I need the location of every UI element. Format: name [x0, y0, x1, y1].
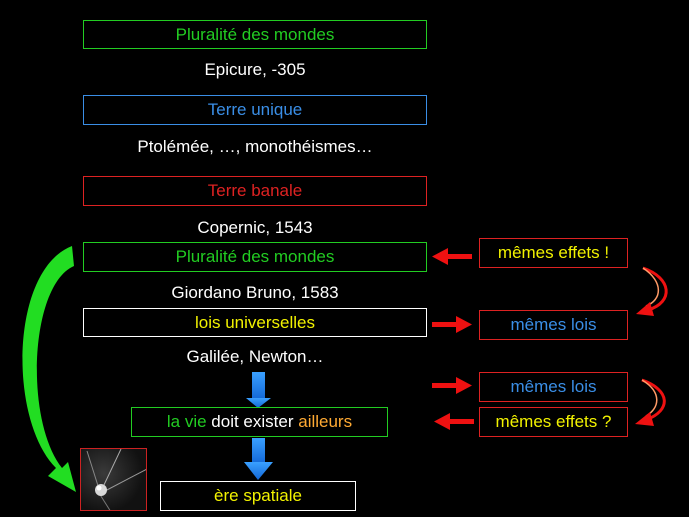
- same-laws-label-2: mêmes lois: [510, 377, 597, 396]
- same-effects-box-2: mêmes effets ?: [479, 407, 628, 437]
- same-laws-box-2: mêmes lois: [479, 372, 628, 402]
- space-era-label: ère spatiale: [214, 486, 302, 505]
- caption-epicure: Epicure, -305: [204, 60, 306, 79]
- elsewhere-word: ailleurs: [298, 412, 353, 431]
- banal-earth-box: Terre banale: [83, 176, 427, 206]
- plurality-box-2: Pluralité des mondes: [83, 242, 427, 272]
- unique-earth-label: Terre unique: [207, 100, 303, 119]
- green-curved-arrow: [22, 246, 76, 492]
- unique-earth-box: Terre unique: [83, 95, 427, 125]
- space-era-box: ère spatiale: [160, 481, 356, 511]
- universal-laws-box: lois universelles: [83, 308, 427, 337]
- blue-down-arrow-1: [246, 372, 271, 408]
- same-effects-label-1: mêmes effets !: [497, 243, 610, 262]
- sputnik-image: [80, 448, 147, 511]
- must-exist-words: doit exister: [206, 412, 299, 431]
- same-laws-label-1: mêmes lois: [510, 315, 597, 334]
- life-word: la vie: [166, 412, 207, 431]
- red-right-arrow-3: [432, 377, 472, 394]
- caption-copernicus: Copernic, 1543: [197, 218, 313, 237]
- caption-galileo: Galilée, Newton…: [186, 347, 324, 366]
- universal-laws-label: lois universelles: [195, 312, 315, 332]
- plurality-box-1-label: Pluralité des mondes: [175, 24, 335, 44]
- same-laws-box-1: mêmes lois: [479, 310, 628, 340]
- caption-ptolemy: Ptolémée, …, monothéismes…: [137, 137, 373, 156]
- plurality-box-2-label: Pluralité des mondes: [175, 247, 335, 266]
- same-effects-box-1: mêmes effets !: [479, 238, 628, 268]
- life-elsewhere-box: la vie doit exister ailleurs: [131, 407, 388, 437]
- blue-down-arrow-2: [244, 438, 273, 480]
- red-curved-arrow-2: [635, 378, 666, 426]
- red-right-arrow-2: [432, 316, 472, 333]
- red-left-arrow-4: [434, 413, 474, 430]
- sputnik-satellite-icon: [86, 449, 146, 510]
- plurality-box-1: Pluralité des mondes: [83, 20, 427, 49]
- red-left-arrow-1: [432, 248, 472, 265]
- banal-earth-label: Terre banale: [207, 181, 303, 200]
- same-effects-label-2: mêmes effets ?: [495, 412, 612, 431]
- caption-bruno: Giordano Bruno, 1583: [171, 283, 339, 302]
- red-curved-arrow-1: [636, 266, 668, 316]
